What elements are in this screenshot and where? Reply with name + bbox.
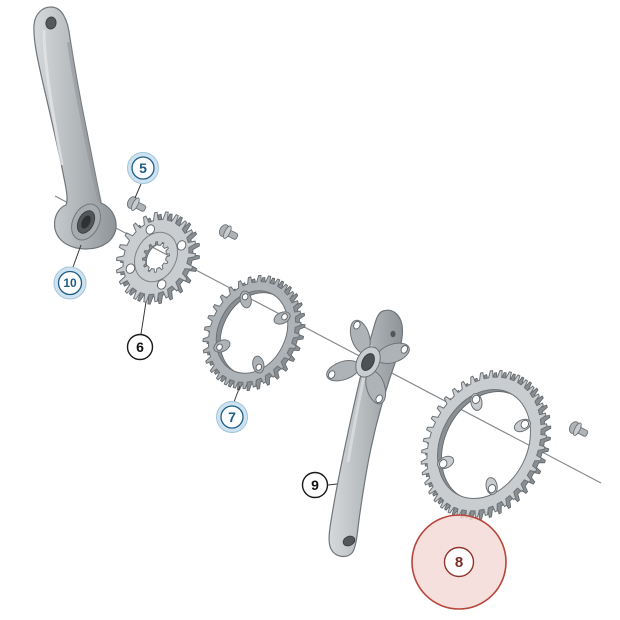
callout-9[interactable]: 9 xyxy=(301,471,329,499)
callout-8-number: 8 xyxy=(455,554,463,571)
callout-8[interactable]: 8 xyxy=(411,514,507,610)
chainring-middle-bolt-hole xyxy=(281,313,288,321)
callout-5[interactable]: 5 xyxy=(127,152,159,184)
sprocket-small-step-ring xyxy=(134,231,178,283)
leader-5 xyxy=(134,183,142,199)
chainring-large xyxy=(420,369,552,521)
chainring-middle-bolt-hole xyxy=(255,363,263,371)
left-crank-arm xyxy=(33,6,117,250)
chainring-group xyxy=(115,211,552,521)
bolt-group xyxy=(126,196,589,437)
leader-9 xyxy=(327,483,338,486)
callout-10-number: 10 xyxy=(63,276,77,290)
chainring-bolt-c xyxy=(568,421,589,437)
spider-arm-bolt-hole xyxy=(400,345,408,354)
chainring-large-bolt-hole xyxy=(520,419,529,429)
callout-7[interactable]: 7 xyxy=(216,401,248,433)
sprocket-small-bolt-hole xyxy=(176,240,187,251)
left-crank-arm-highlight xyxy=(42,29,64,166)
callout-5-number: 5 xyxy=(139,160,147,176)
sprocket-small xyxy=(115,211,200,305)
callout-6[interactable]: 6 xyxy=(126,333,154,361)
chainring-bolt-c-flange xyxy=(572,422,582,436)
left-crank-arm-shade xyxy=(67,41,102,203)
callout-5-circle xyxy=(131,156,155,180)
callout-8-circle xyxy=(443,546,475,578)
pedal-eye-hole xyxy=(45,16,57,30)
spindle-hole-inner xyxy=(81,215,91,229)
leader-6 xyxy=(140,301,147,335)
spider-arm-bolt-hole xyxy=(328,370,336,379)
crank-spider xyxy=(326,319,410,405)
left-crank-arm-body xyxy=(33,6,117,250)
spider-arm-bolt-hole xyxy=(375,394,383,404)
callout-7-circle xyxy=(220,405,244,429)
callout-6-number: 6 xyxy=(136,339,144,355)
callout-9-circle xyxy=(301,471,329,499)
sprocket-small-bolt-hole xyxy=(156,279,167,290)
right-crank-arm xyxy=(326,309,410,558)
callout-6-circle xyxy=(126,333,154,361)
chainring-bolt-a xyxy=(126,196,147,212)
chainring-middle xyxy=(202,274,306,392)
sprocket-small-bolt-hole xyxy=(145,224,156,235)
chainring-large-bolt-hole xyxy=(439,459,448,469)
chainring-large-body xyxy=(420,369,548,519)
callout-9-number: 9 xyxy=(311,477,319,493)
chainring-large-bolt-hole xyxy=(487,484,497,494)
leader-7 xyxy=(233,385,241,403)
callout-10-circle xyxy=(57,270,83,296)
pinch-bolt-hole-1 xyxy=(390,330,396,338)
callout-10[interactable]: 10 xyxy=(53,266,87,300)
callout-7-number: 7 xyxy=(228,409,236,425)
chainring-bolt-b-flange xyxy=(222,225,232,239)
chainring-middle-bolt-hole xyxy=(216,343,223,351)
chainring-bolt-b xyxy=(218,224,239,240)
spider-hub-hole xyxy=(361,353,375,371)
chainring-large-bolt-hole xyxy=(471,394,481,404)
leader-10 xyxy=(72,244,82,268)
right-pedal-eye-hole xyxy=(342,535,356,547)
sprocket-small-body xyxy=(115,211,197,303)
sprocket-small-bolt-hole xyxy=(125,263,136,274)
chainring-bolt-a-flange xyxy=(130,197,140,211)
leader-lines xyxy=(72,183,338,486)
spider-arm-bolt-hole xyxy=(353,320,361,330)
chainring-middle-bolt-hole xyxy=(241,293,249,301)
chainring-middle-body xyxy=(202,274,302,390)
